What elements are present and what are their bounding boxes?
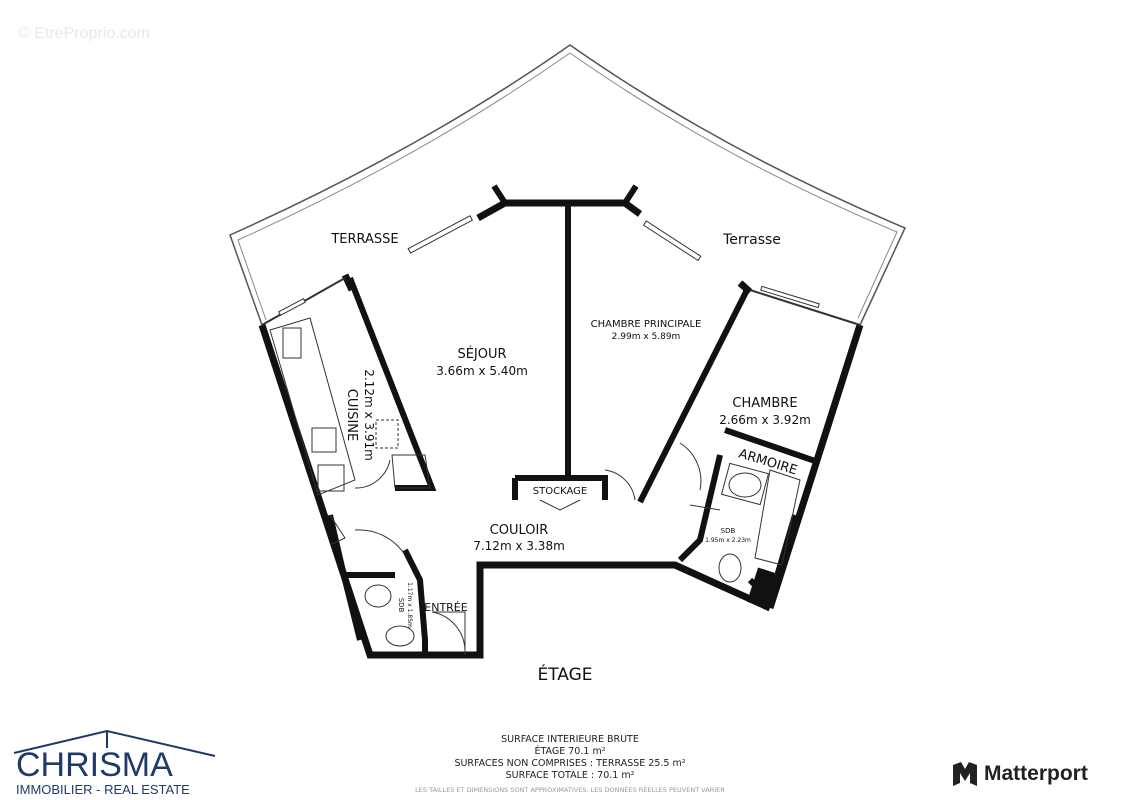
summary-line-3: SURFACES NON COMPRISES : TERRASSE 25.5 m…	[454, 758, 686, 769]
sejour-label: SÉJOUR	[457, 346, 506, 362]
kitchen-fixtures	[269, 317, 431, 496]
chambre-principale-dims: 2.99m x 5.89m	[612, 332, 681, 342]
stockage-label: STOCKAGE	[533, 486, 587, 497]
sejour-dims: 3.66m x 5.40m	[436, 364, 528, 378]
doors	[329, 442, 721, 655]
matterport-logo: Matterport	[952, 761, 1088, 787]
terrace-outline	[229, 44, 907, 326]
sdb-left-dims: 1.17m x 1.85m	[406, 582, 413, 628]
terrasse-left-label: TERRASSE	[330, 232, 398, 247]
interior-walls	[327, 205, 819, 655]
summary-line-4: SURFACE TOTALE : 70.1 m²	[505, 770, 635, 781]
chambre-dims: 2.66m x 3.92m	[719, 413, 811, 427]
sdb-right-label: SDB	[721, 527, 736, 535]
entree-label: ENTRÉE	[424, 601, 467, 614]
terrasse-right-label: Terrasse	[722, 232, 781, 248]
bathroom-fixtures	[364, 462, 801, 647]
agency-tagline: IMMOBILIER - REAL ESTATE	[16, 782, 190, 797]
disclaimer: LES TAILLES ET DIMENSIONS SONT APPROXIMA…	[415, 786, 725, 794]
cuisine-dims: 2.12m x 3.91m	[362, 369, 376, 461]
windows	[261, 215, 861, 326]
matterport-icon	[953, 762, 977, 786]
sdb-left-label: SDB	[397, 598, 405, 613]
watermark: © EtreProprio.com	[18, 25, 150, 42]
floor-label: ÉTAGE	[537, 663, 592, 685]
chambre-label: CHAMBRE	[732, 396, 797, 411]
roof-icon	[13, 729, 216, 757]
summary-line-2: ÉTAGE 70.1 m²	[534, 746, 606, 757]
couloir-label: COULOIR	[490, 523, 549, 538]
chambre-principale-label: CHAMBRE PRINCIPALE	[591, 319, 702, 330]
summary-line-1: SURFACE INTERIEURE BRUTE	[501, 734, 639, 745]
chrisma-logo: CHRISMA IMMOBILIER - REAL ESTATE	[12, 728, 217, 797]
sdb-right-dims: 1.95m x 2.23m	[705, 537, 751, 544]
agency-name: CHRISMA	[16, 746, 173, 784]
cuisine-label: CUISINE	[344, 389, 359, 441]
couloir-dims: 7.12m x 3.38m	[473, 539, 565, 553]
matterport-wordmark: Matterport	[984, 762, 1088, 785]
surface-summary: SURFACE INTERIEURE BRUTE ÉTAGE 70.1 m² S…	[380, 734, 760, 796]
